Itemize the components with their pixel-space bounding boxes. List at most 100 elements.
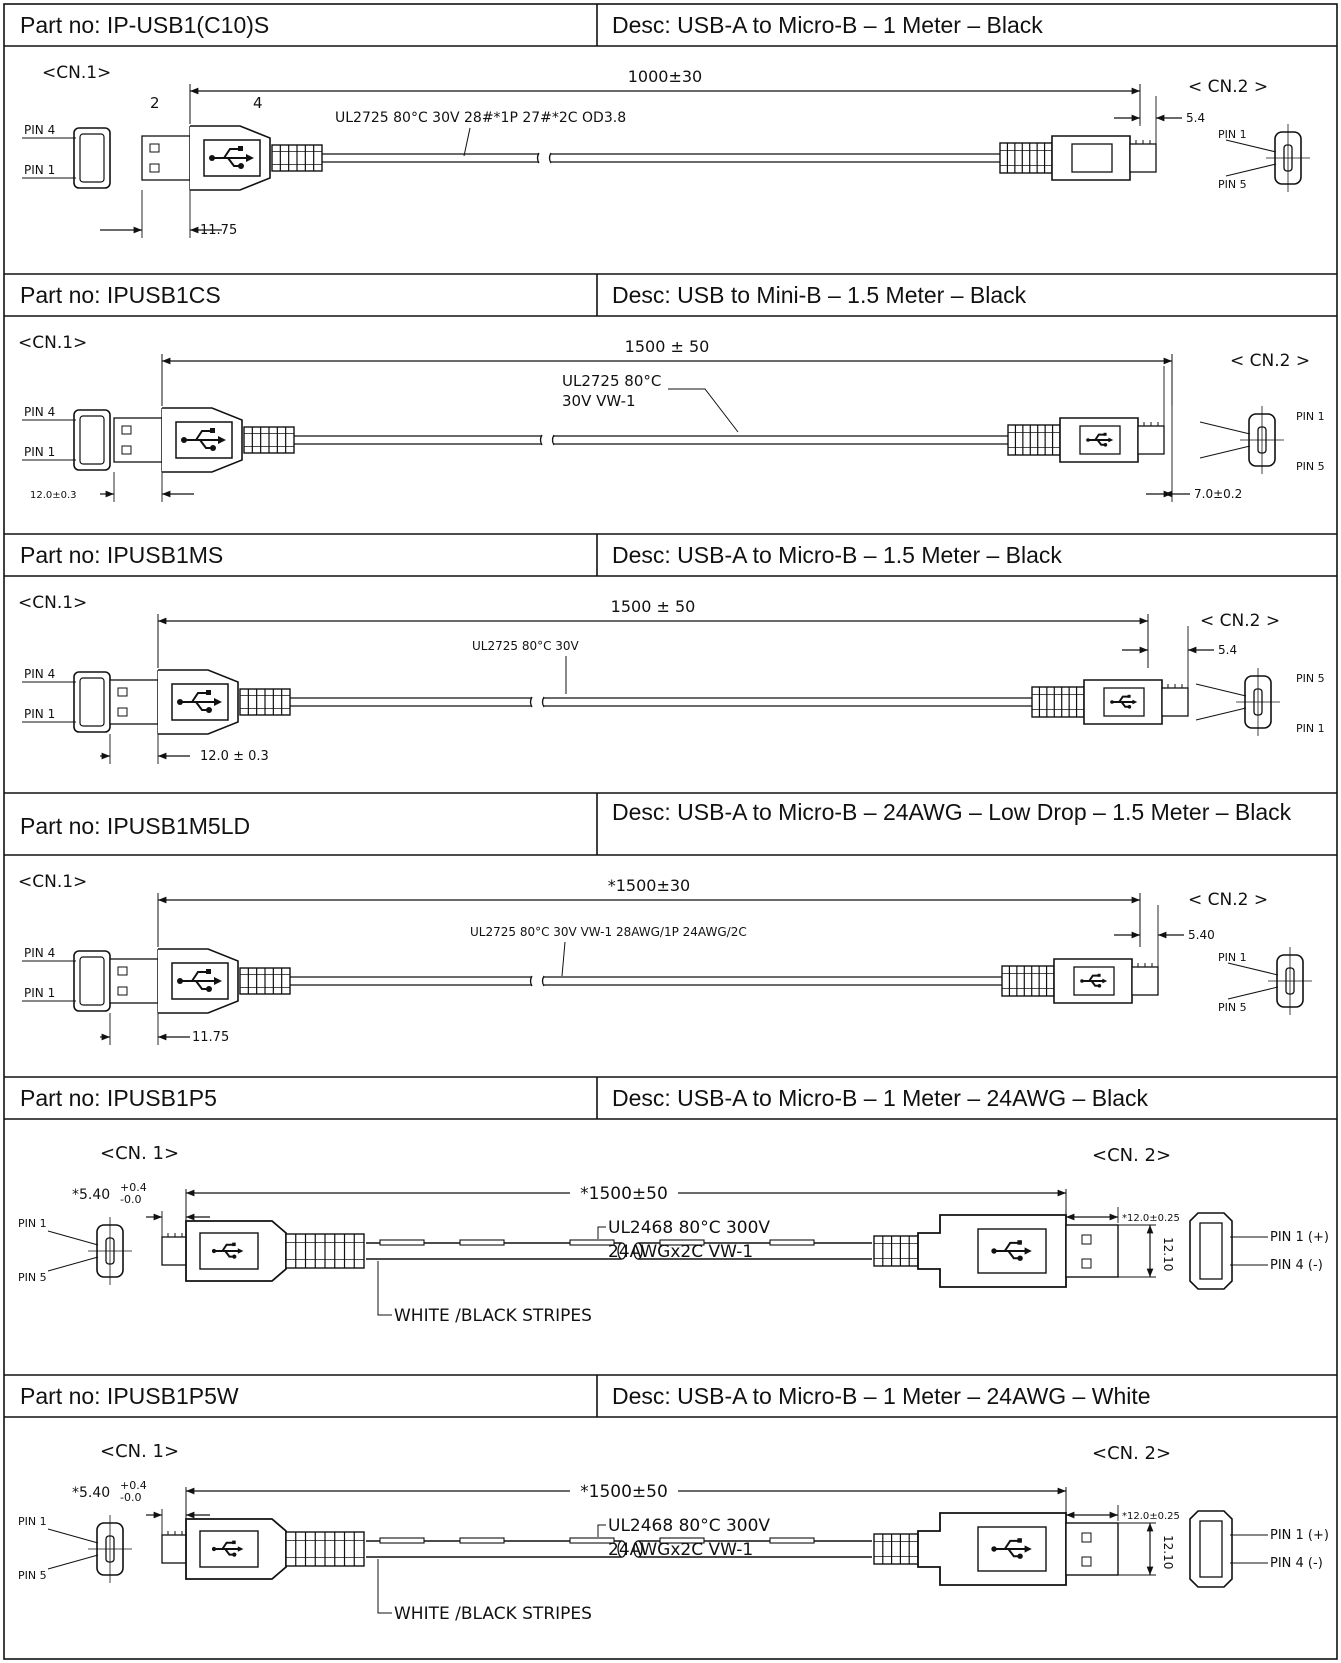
part-no-5: Part no: IPUSB1P5 <box>20 1085 217 1111</box>
dim-right-label: 5.4 <box>1218 643 1237 657</box>
pin-leader <box>1225 139 1277 153</box>
micro-b-plug <box>1137 422 1165 455</box>
cn1-label: <CN.1> <box>18 593 87 613</box>
cn2-label: < CN.2 > <box>1188 890 1268 910</box>
pin-label-b-bottom: PIN 5 <box>1296 460 1325 473</box>
usb-a-hole <box>1081 1258 1092 1269</box>
desc-2: Desc: USB to Mini-B – 1.5 Meter – Black <box>612 282 1027 308</box>
pin-label-a-top: PIN 1 <box>18 1515 47 1528</box>
length-label: *1500±50 <box>580 1184 668 1204</box>
pin-leader <box>1195 707 1247 721</box>
stripes-label: WHITE /BLACK STRIPES <box>394 1604 592 1624</box>
dim-right-label: 7.0±0.2 <box>1194 487 1242 501</box>
dim-left-label: *5.40 <box>72 1187 110 1203</box>
pin-label-b-bottom: PIN 4 (-) <box>1270 1556 1323 1571</box>
stripes-leader <box>377 1261 392 1316</box>
usb-icon <box>211 1540 244 1557</box>
usb-icon <box>181 428 226 451</box>
micro-b-window <box>1071 143 1113 173</box>
micro-b-plug <box>1161 684 1189 717</box>
part-no-4: Part no: IPUSB1M5LD <box>20 813 251 839</box>
desc-4: Desc: USB-A to Micro-B – 24AWG – Low Dro… <box>612 799 1292 825</box>
cable-spec-line1: UL2468 80°C 300V <box>608 1218 770 1238</box>
cable-spec-line2: 24AWGx2C VW-1 <box>608 1540 753 1560</box>
pin-label-a-bottom: PIN 1 <box>24 163 55 177</box>
cn1-label: <CN.1> <box>18 333 87 353</box>
cable-spec-leader <box>597 1524 606 1537</box>
dim-right-label: *12.0±0.25 <box>1122 1511 1180 1522</box>
cable-spec-leader <box>463 127 471 157</box>
strain-relief-a <box>243 426 295 454</box>
cable <box>290 696 1034 708</box>
pin-leader <box>1199 421 1251 435</box>
callout-4: 4 <box>253 94 263 112</box>
part-no-2: Part no: IPUSB1CS <box>20 282 221 308</box>
stripes-label: WHITE /BLACK STRIPES <box>394 1306 592 1326</box>
pin-leader <box>47 1554 99 1570</box>
table-grid <box>3 3 1338 1660</box>
desc-1: Desc: USB-A to Micro-B – 1 Meter – Black <box>612 12 1043 38</box>
stripes-leader <box>377 1559 392 1614</box>
usb-a-end-view <box>73 409 111 471</box>
part-no-6: Part no: IPUSB1P5W <box>20 1383 239 1409</box>
cn1-label: <CN. 1> <box>100 1441 179 1462</box>
length-label: *1500±50 <box>580 1482 668 1502</box>
cable <box>322 152 1002 164</box>
desc-3: Desc: USB-A to Micro-B – 1.5 Meter – Bla… <box>612 542 1062 568</box>
tol-plus-label: +0.4 <box>120 1479 147 1492</box>
micro-b-end-view <box>1268 947 1312 1015</box>
pin-label-a-bottom: PIN 1 <box>24 986 55 1000</box>
usb-icon <box>209 146 254 169</box>
length-label: *1500±30 <box>608 876 690 895</box>
usb-icon <box>991 1240 1032 1261</box>
pin-leader <box>47 1230 99 1246</box>
strain-relief-a <box>239 967 291 995</box>
dim-left-label: *5.40 <box>72 1485 110 1501</box>
part-no-3: Part no: IPUSB1MS <box>20 542 224 568</box>
striped-cable <box>366 1239 872 1260</box>
usb-a-end-view <box>1189 1212 1233 1290</box>
usb-a-end-view <box>73 671 111 733</box>
strain-relief-b <box>1007 424 1061 456</box>
micro-b-plug <box>161 1531 189 1564</box>
cable-spec-line1: UL2725 80°C <box>562 372 661 390</box>
pin-label-b-bottom: PIN 1 <box>1296 722 1325 735</box>
micro-b-end-view <box>88 1515 132 1583</box>
pin-label-a-top: PIN 4 <box>24 667 55 681</box>
cable-spec-line1: UL2468 80°C 300V <box>608 1516 770 1536</box>
cable <box>290 975 1004 987</box>
cable-spec-leader <box>668 388 739 433</box>
pin-leader <box>47 1256 99 1272</box>
cn2-label: < CN.2 > <box>1230 351 1310 371</box>
length-label: 1000±30 <box>628 67 702 86</box>
dim-right-label: 5.40 <box>1188 928 1215 942</box>
usb-a-connector <box>109 669 239 735</box>
strain-relief-b <box>873 1533 919 1565</box>
usb-icon <box>1080 973 1108 988</box>
cable-spec-label: UL2725 80°C 30V 28#*1P 27#*2C OD3.8 <box>335 110 626 126</box>
cable-spec-label: UL2725 80°C 30V <box>472 639 580 653</box>
dim-right-label: 5.4 <box>1186 111 1205 125</box>
pin-label-b-top: PIN 1 <box>1296 410 1325 423</box>
dim-left-label: 11.75 <box>200 223 237 238</box>
usb-icon <box>1086 432 1114 447</box>
cn1-label: <CN.1> <box>18 872 87 892</box>
dim-height-label: 12.10 <box>1161 1237 1175 1271</box>
strain-relief-a <box>285 1233 365 1269</box>
cable-spec-line2: 30V VW-1 <box>562 392 636 410</box>
length-label-bg <box>570 1477 678 1501</box>
pin-leader <box>47 1528 99 1544</box>
usb-a-plug <box>1065 1224 1119 1278</box>
cable-spec-line2: 24AWGx2C VW-1 <box>608 1242 753 1262</box>
micro-b-plug <box>1129 140 1157 173</box>
usb-a-connector <box>141 125 271 191</box>
table-outline <box>3 3 1338 1660</box>
tol-plus-label: +0.4 <box>120 1181 147 1194</box>
dim-left-label: 12.0±0.3 <box>30 490 77 501</box>
pin-label-a-bottom: PIN 5 <box>18 1271 47 1284</box>
usb-a-end-view <box>73 127 111 189</box>
